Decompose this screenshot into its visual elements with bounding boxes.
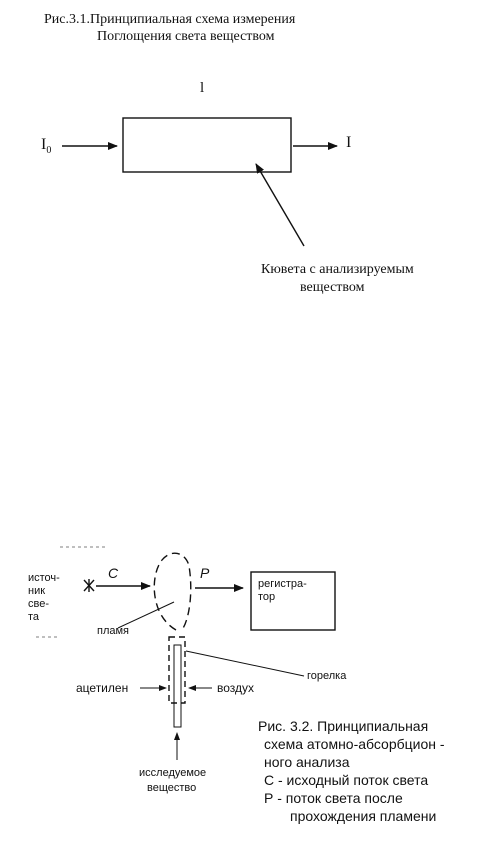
cuvette-label-line2: веществом [300,280,365,295]
light-source-label: источ- ник све- та [28,572,60,624]
beam-p-label: P [200,565,210,581]
transmitted-intensity-label: I [346,134,352,151]
registrator-line: регистра- [258,578,307,590]
light-source-line: та [28,611,40,623]
length-label: l [200,80,205,96]
fig2-caption-line3: ного анализа [264,754,350,770]
flame-label: пламя [97,625,130,637]
registrator-box [250,571,336,631]
cuvette-label-line1: Кювета с анализируемым [261,262,414,277]
light-source-line: све- [28,598,50,610]
light-source-line: ник [28,585,46,597]
beam-c-label: C [108,565,119,581]
burner-label-pointer [185,650,305,677]
incident-intensity-main: I [41,136,47,153]
burner-inner-tube [173,644,182,728]
sample-label-line1: исследуемое [139,767,207,779]
incident-intensity-sub: 0 [46,145,52,157]
fig2-caption-line6: прохождения пламени [290,808,437,824]
fig2-caption-line1: Рис. 3.2. Принципиальная [258,718,429,734]
air-label: воздух [217,681,255,695]
flame-label-pointer [117,601,175,629]
registrator-label: регистра- тор [258,578,307,604]
sample-label-line2: вещество [147,782,197,794]
flame-outline [153,552,192,631]
light-source-line: источ- [28,572,60,584]
light-source-star-icon [83,579,95,592]
acetylene-label: ацетилен [76,681,129,695]
cuvette-box [122,117,292,173]
burner-label: горелка [307,670,347,682]
fig2-caption-line2: схема атомно-абсорбцион - [264,736,445,752]
registrator-line: тор [258,591,276,603]
fig2-caption-line5: Р - поток света после [264,790,403,806]
burner-outer-dashed [168,636,186,704]
incident-intensity-label: I0 [41,136,51,156]
fig2-caption-line4: С - исходный поток света [264,772,429,788]
fig1-caption-line1: Рис.3.1.Принципиальная схема измерения [44,12,296,27]
cuvette-pointer-arrow [255,163,305,247]
fig1-caption-line2: Поглощения света веществом [97,29,275,44]
